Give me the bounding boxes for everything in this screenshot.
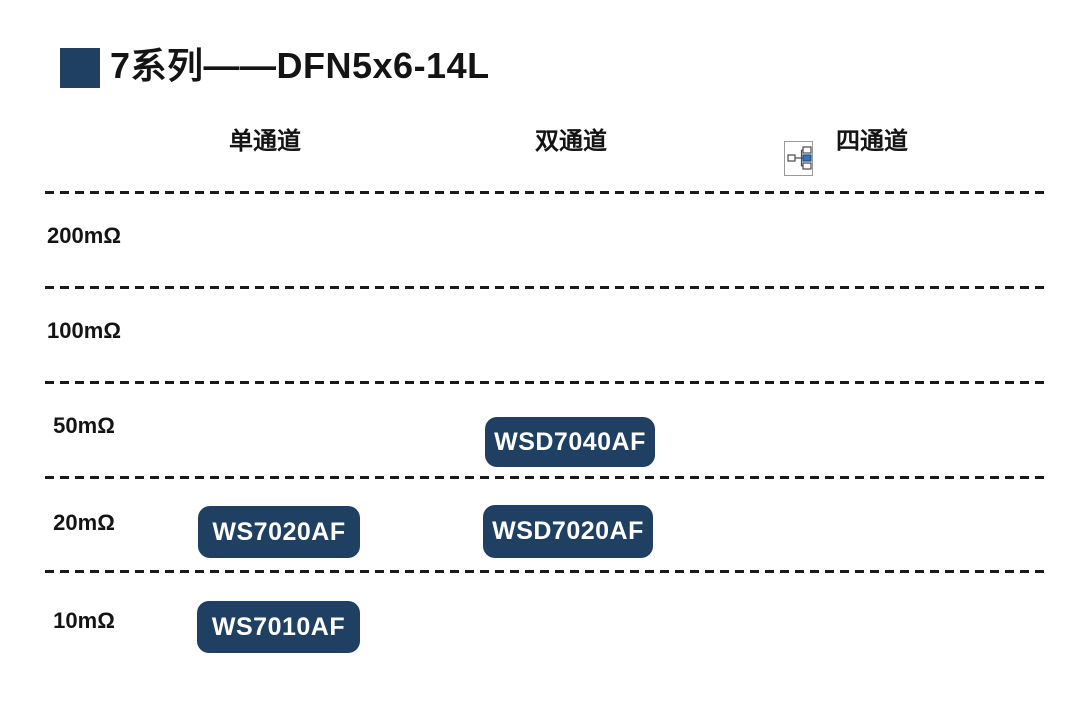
column-header-single-channel: 单通道 [229,128,301,155]
product-chip-wsd7020af: WSD7020AF [483,505,653,558]
column-header-dual-channel: 双通道 [535,128,607,155]
page-title: 7系列——DFN5x6-14L [110,45,490,86]
org-chart-icon [784,141,813,176]
row-label-20mohm: 20mΩ [53,510,115,535]
row-label-50mohm: 50mΩ [53,413,115,438]
dashed-separator-3 [45,381,1048,384]
dashed-separator-5 [45,570,1048,573]
product-chip-wsd7040af: WSD7040AF [485,417,655,467]
product-chip-ws7010af: WS7010AF [197,601,360,653]
row-label-10mohm: 10mΩ [53,608,115,633]
dashed-separator-2 [45,286,1048,289]
product-chip-ws7020af: WS7020AF [198,506,360,558]
column-header-quad-channel: 四通道 [836,128,908,155]
dashed-separator-4 [45,476,1048,479]
dashed-separator-1 [45,191,1048,194]
row-label-100mohm: 100mΩ [47,318,121,343]
title-bullet-square [60,48,100,88]
row-label-200mohm: 200mΩ [47,223,121,248]
